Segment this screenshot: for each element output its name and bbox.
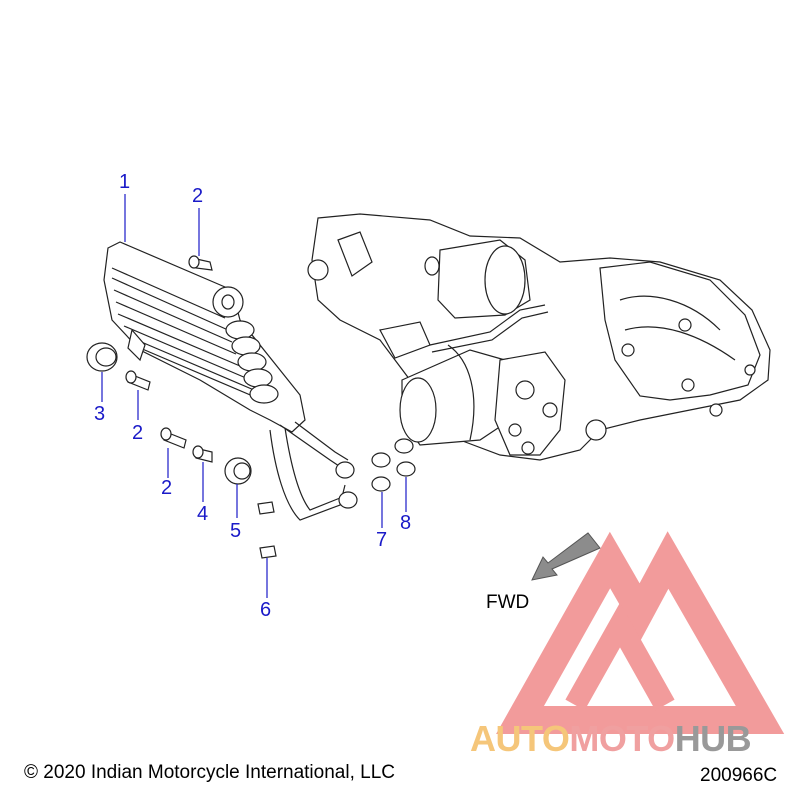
watermark-part3: HUB bbox=[674, 718, 752, 759]
callout-4: 4 bbox=[197, 503, 209, 525]
watermark-text: AUTOMOTOHUB bbox=[470, 718, 752, 760]
callout-2: 2 bbox=[192, 185, 204, 207]
callout-1: 1 bbox=[119, 171, 131, 193]
figure-number: 200966C bbox=[700, 765, 778, 786]
callout-3: 3 bbox=[94, 403, 106, 425]
small-parts bbox=[86, 255, 416, 559]
watermark-logo bbox=[496, 531, 785, 734]
fwd-label: FWD bbox=[486, 592, 530, 613]
fwd-arrow-icon bbox=[531, 532, 601, 581]
engine-assembly bbox=[307, 213, 771, 461]
oil-cooler bbox=[103, 241, 358, 521]
watermark-part2: MOTO bbox=[569, 718, 675, 759]
leader-lines bbox=[101, 194, 407, 598]
callout-2: 2 bbox=[132, 422, 144, 444]
callout-5: 5 bbox=[230, 520, 242, 542]
copyright-notice: © 2020 Indian Motorcycle International, … bbox=[24, 762, 395, 783]
callout-7: 7 bbox=[376, 529, 388, 551]
callout-8: 8 bbox=[400, 512, 412, 534]
callout-6: 6 bbox=[260, 599, 272, 621]
callout-2: 2 bbox=[161, 477, 173, 499]
watermark-part1: AUTO bbox=[470, 718, 570, 759]
